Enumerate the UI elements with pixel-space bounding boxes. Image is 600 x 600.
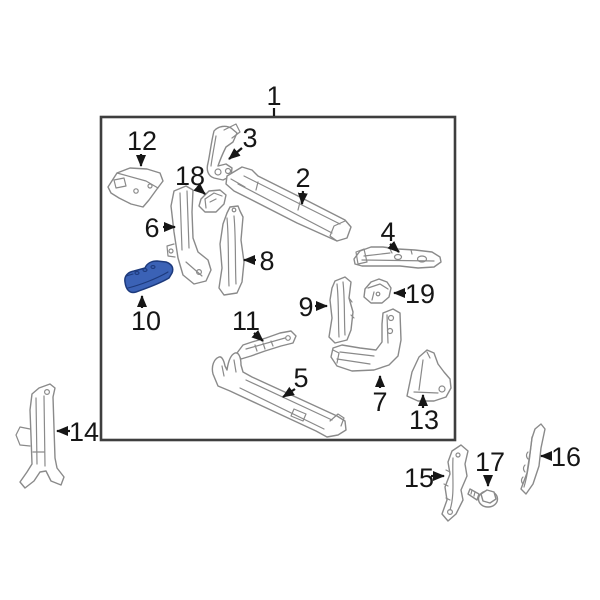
callout-13-label[interactable]: 13	[409, 405, 439, 435]
callout-2-label[interactable]: 2	[295, 163, 310, 193]
part-16-drawing[interactable]	[520, 423, 546, 495]
part-10-drawing-highlighted[interactable]	[124, 260, 174, 294]
callout-5-arrow	[282, 386, 296, 398]
callout-12-label[interactable]: 12	[127, 126, 157, 156]
callout-2-arrow	[297, 190, 308, 205]
part-15-drawing[interactable]	[441, 444, 469, 522]
part-4-drawing[interactable]	[353, 246, 442, 269]
part-6-drawing[interactable]	[166, 185, 212, 285]
callout-11-label[interactable]: 11	[232, 306, 260, 336]
part-19-drawing[interactable]	[363, 278, 392, 304]
part-14-drawing[interactable]	[15, 383, 65, 489]
part-18-drawing[interactable]	[198, 189, 227, 213]
callout-11-arrow	[251, 329, 264, 342]
callout-15-label[interactable]: 15	[404, 463, 434, 493]
callout-3-label[interactable]: 3	[242, 123, 257, 153]
callout-18-label[interactable]: 18	[175, 161, 205, 191]
callout-7-label[interactable]: 7	[372, 387, 387, 417]
callout-9-label[interactable]: 9	[298, 292, 313, 322]
callout-6-label[interactable]: 6	[144, 213, 159, 243]
callout-14-label[interactable]: 14	[69, 417, 99, 447]
part-8-drawing[interactable]	[218, 205, 245, 296]
part-11-drawing[interactable]	[236, 330, 297, 360]
part-13-drawing[interactable]	[406, 349, 452, 402]
part-3-drawing[interactable]	[206, 123, 241, 181]
callout-4-arrow	[387, 240, 400, 253]
callout-17-label[interactable]: 17	[475, 447, 505, 477]
callout-18-arrow	[193, 183, 206, 195]
callout-16-label[interactable]: 16	[551, 442, 581, 472]
part-17-drawing[interactable]	[467, 488, 499, 508]
callout-1-label[interactable]: 1	[266, 81, 281, 111]
callout-4-label[interactable]: 4	[380, 217, 395, 247]
callout-19-label[interactable]: 19	[405, 279, 435, 309]
callout-3-arrow	[228, 147, 243, 160]
part-9-drawing[interactable]	[328, 276, 355, 344]
part-2-drawing[interactable]	[225, 166, 352, 242]
callout-5-label[interactable]: 5	[293, 363, 308, 393]
assembly-boundary-box	[99, 115, 457, 442]
part-5-drawing[interactable]	[211, 352, 347, 438]
callout-8-label[interactable]: 8	[259, 246, 274, 276]
callout-10-label[interactable]: 10	[131, 306, 161, 336]
part-12-drawing[interactable]	[107, 167, 164, 208]
part-7-drawing[interactable]	[330, 308, 402, 372]
